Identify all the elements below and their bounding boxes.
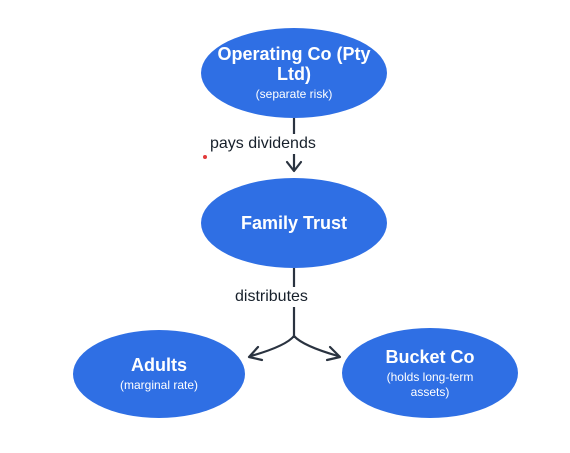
node-operating-co: Operating Co (Pty Ltd) (separate risk) xyxy=(201,28,387,118)
node-adults-title: Adults xyxy=(131,355,187,375)
node-family-trust-title: Family Trust xyxy=(240,213,348,233)
arrowhead-bucket xyxy=(325,345,342,362)
node-adults: Adults (marginal rate) xyxy=(73,330,245,418)
edge-label-pays-dividends: pays dividends xyxy=(207,134,319,154)
node-bucket-co-title: Bucket Co xyxy=(385,346,475,367)
edge-branch-right xyxy=(292,334,340,358)
node-operating-co-subtitle: (separate risk) xyxy=(255,87,333,101)
edge-branch-left xyxy=(249,334,296,358)
node-adults-subtitle: (marginal rate) xyxy=(119,378,199,392)
arrowhead-trust xyxy=(285,160,303,173)
edge-label-distributes: distributes xyxy=(232,287,311,307)
node-operating-co-title: Operating Co (Pty Ltd) xyxy=(217,44,371,84)
node-bucket-co: Bucket Co (holds long-term assets) xyxy=(342,328,518,418)
red-marker-dot xyxy=(203,155,207,159)
node-bucket-co-subtitle: (holds long-term assets) xyxy=(386,369,474,399)
arrowhead-adults xyxy=(247,345,264,362)
node-family-trust: Family Trust xyxy=(201,178,387,268)
